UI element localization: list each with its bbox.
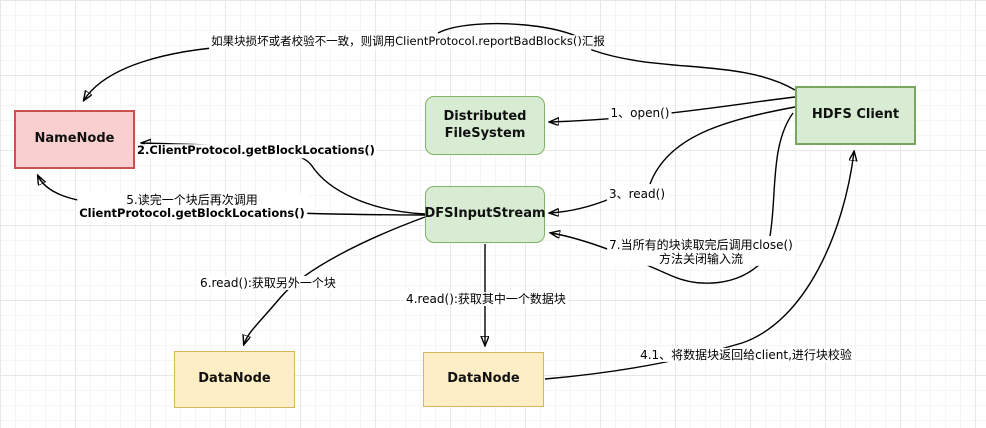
edge-label-step41-return[interactable]: 4.1、将数据块返回给client,进行块校验 (638, 347, 854, 363)
edge-read3-to-dfsinputstream (550, 197, 613, 213)
edge-close7-client-segment (769, 112, 794, 237)
edge-read3-client-segment (649, 106, 796, 185)
edge-close7-to-dfsinputstream (551, 233, 763, 284)
edge-label-step5-line1: 5.读完一个块后再次调用 (126, 193, 258, 208)
edge-label-step4-read[interactable]: 4.read():获取其中一个数据块 (404, 291, 568, 307)
edge-client-to-report-label (437, 22, 796, 91)
edge-label-step1-open[interactable]: 1、open() (608, 105, 672, 121)
edge-return41-to-client (544, 152, 854, 380)
edge-label-step6-read[interactable]: 6.read():获取另外一个块 (198, 275, 338, 291)
edge-report-label-to-namenode (84, 45, 238, 100)
node-datanode-1[interactable]: DataNode (174, 351, 295, 408)
edge-label-step5[interactable]: 5.读完一个块后再次调用 ClientProtocol.getBlockLoca… (77, 193, 307, 221)
edge-step5-segment (291, 212, 426, 216)
edge-label-step3-read[interactable]: 3、read() (606, 186, 668, 202)
edge-label-step7-close[interactable]: 7.当所有的块读取完后调用close() 方法关闭输入流 (607, 237, 795, 267)
node-datanode-2[interactable]: DataNode (423, 352, 544, 407)
edge-label-report-bad-blocks[interactable]: 如果块损坏或者校验不一致，则调用ClientProtocol.reportBad… (209, 34, 607, 49)
node-hdfs-client[interactable]: HDFS Client (795, 86, 916, 145)
edge-label-step5-line2: ClientProtocol.getBlockLocations() (79, 206, 305, 221)
edge-open-client-to-dfs (550, 96, 796, 122)
edge-label-step2-getblocklocations[interactable]: 2.ClientProtocol.getBlockLocations() (135, 143, 377, 158)
node-dfsinputstream[interactable]: DFSInputStream (424, 186, 546, 243)
node-namenode[interactable]: NameNode (14, 110, 135, 169)
node-distributed-filesystem[interactable]: Distributed FileSystem (425, 96, 545, 155)
